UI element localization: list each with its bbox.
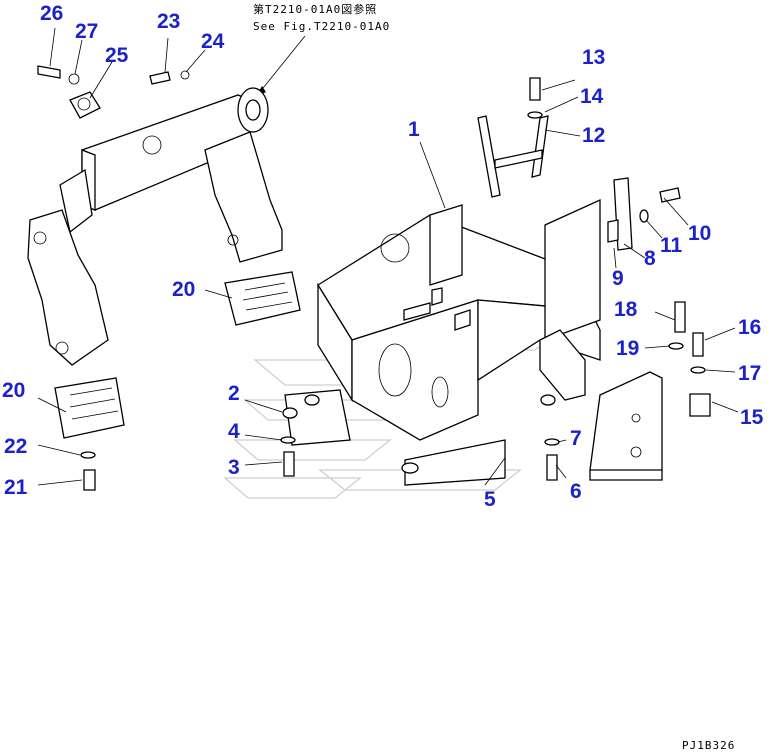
callout-label: 2 (228, 382, 240, 405)
leader-lines (37, 27, 739, 486)
callout-label: 16 (738, 316, 761, 339)
callout-label: 18 (614, 298, 638, 321)
drawing-code: PJ1B326 (682, 739, 735, 752)
main-frame (317, 198, 601, 441)
callout-label: 24 (201, 30, 225, 53)
reference-arrow (254, 35, 306, 99)
bracket-8 (607, 177, 633, 251)
callout-label: 12 (582, 124, 605, 147)
front-frame (27, 65, 283, 366)
callout-label: 20 (172, 278, 195, 301)
callout-label: 8 (644, 247, 656, 270)
callout-label: 9 (612, 267, 624, 290)
callout-label: 13 (582, 46, 605, 69)
hardware (80, 77, 711, 491)
footstep-plate-upper (224, 271, 301, 326)
callout-label: 7 (570, 427, 582, 450)
callout-label: 3 (228, 456, 240, 479)
callout-label: 20 (2, 379, 25, 402)
callout-label: 21 (4, 476, 28, 499)
callout-label: 25 (105, 44, 129, 67)
callout-numbers: 1 2 3 4 5 6 7 8 9 10 11 12 13 14 15 16 1… (2, 2, 764, 511)
callout-label: 6 (570, 480, 582, 503)
callout-label: 23 (157, 10, 180, 33)
reference-note-english: See Fig.T2210-01A0 (253, 20, 390, 33)
callout-label: 1 (408, 118, 420, 141)
callout-label: 4 (228, 420, 240, 443)
reference-note-japanese: 第T2210-01A0図参照 (253, 2, 377, 16)
callout-label: 10 (688, 222, 711, 245)
rear-mount (589, 371, 663, 481)
callout-label: 27 (75, 20, 98, 43)
callout-label: 14 (580, 85, 604, 108)
callout-label: 15 (740, 406, 764, 429)
pads (282, 389, 556, 486)
callout-label: 11 (660, 234, 683, 257)
callout-label: 19 (616, 337, 639, 360)
callout-label: 26 (40, 2, 63, 25)
bracket-12 (477, 115, 549, 198)
callout-label: 17 (738, 362, 761, 385)
callout-label: 5 (484, 488, 496, 511)
callout-label: 22 (4, 435, 27, 458)
footstep-plate-lower (54, 377, 125, 439)
